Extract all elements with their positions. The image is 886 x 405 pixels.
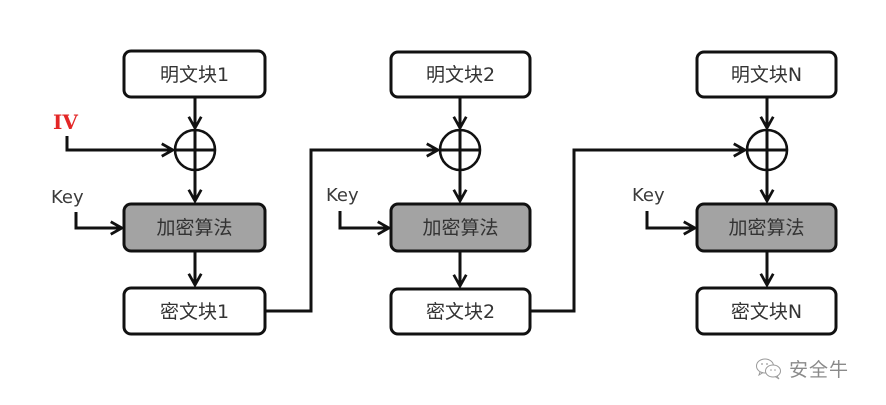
key-n-arrow xyxy=(645,211,695,228)
ciphertext-block-n xyxy=(695,286,838,336)
chain-arrow-2-to-n xyxy=(530,150,745,313)
encrypt-algorithm-n-label: 加密算法 xyxy=(728,217,804,239)
encrypt-algorithm-1-label: 加密算法 xyxy=(156,217,232,239)
watermark-text: 安全牛 xyxy=(789,359,850,381)
stage-2: 明文块2 Key 加密算法 密文块2 xyxy=(326,50,532,336)
key-label-2: Key xyxy=(326,185,359,206)
key-label-n: Key xyxy=(632,185,665,206)
watermark: 安全牛 xyxy=(755,355,849,382)
xor-icon xyxy=(745,128,789,172)
key-label-1: Key xyxy=(51,187,84,208)
ciphertext-block-2-label: 密文块2 xyxy=(426,301,495,323)
ciphertext-block-1-label: 密文块1 xyxy=(160,301,229,323)
chain-arrow-1-to-2 xyxy=(265,150,438,313)
plaintext-block-n-label: 明文块N xyxy=(731,64,802,86)
wechat-icon xyxy=(756,358,781,379)
encrypt-algorithm-2-label: 加密算法 xyxy=(422,217,498,239)
ciphertext-block-n-label: 密文块N xyxy=(731,301,802,323)
iv-arrow xyxy=(65,136,173,150)
stage-1: 明文块1 Key 加密算法 密文块1 xyxy=(51,49,267,336)
key-1-arrow xyxy=(74,212,122,228)
key-2-arrow xyxy=(338,211,389,228)
stage-n: 明文块N Key 加密算法 密文块N xyxy=(632,50,838,336)
iv-label: IV xyxy=(53,110,78,134)
xor-icon xyxy=(173,128,217,172)
plaintext-block-2-label: 明文块2 xyxy=(426,64,495,86)
xor-icon xyxy=(438,128,482,172)
plaintext-block-1-label: 明文块1 xyxy=(160,64,229,86)
